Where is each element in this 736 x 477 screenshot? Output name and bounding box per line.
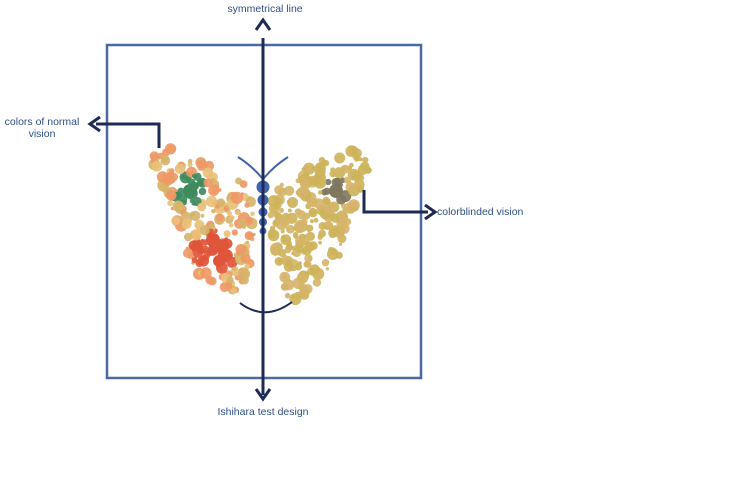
arrow-right-connector [362, 190, 428, 214]
arrow-left-icon [87, 115, 101, 133]
arrow-down-icon [254, 388, 272, 402]
colorblind-vision-label: colorblinded vision [437, 206, 524, 218]
ishihara-label: Ishihara test design [217, 406, 309, 418]
butterfly-icon [148, 143, 372, 314]
arrow-up-icon [254, 17, 272, 31]
symmetrical-line-label: symmetrical line [227, 3, 303, 15]
arrow-left-connector [96, 122, 161, 148]
normal-vision-label: colors of normal vision [4, 116, 80, 140]
arrow-right-icon [424, 203, 438, 221]
